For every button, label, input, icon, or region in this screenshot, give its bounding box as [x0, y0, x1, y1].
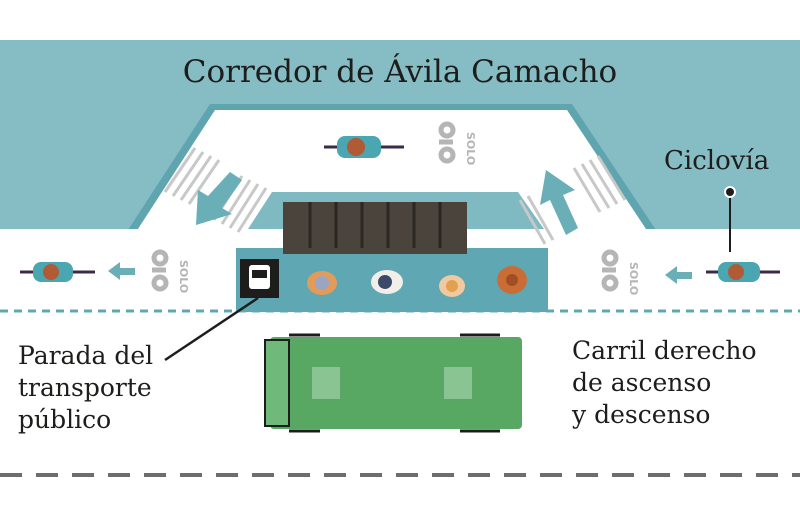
- solo-text: SOLO: [177, 260, 190, 293]
- bench: [283, 202, 467, 254]
- bus-stop-pointer: [164, 296, 259, 362]
- bench-slats: [308, 202, 442, 254]
- bus-stop-label: Parada del transporte público: [18, 340, 153, 436]
- arrow-up-right-icon: [540, 170, 578, 235]
- bus-glyph-window: [252, 270, 267, 278]
- cyclist-icon: [20, 262, 95, 282]
- crosswalk-right: [518, 155, 627, 245]
- solo-text: SOLO: [464, 132, 477, 165]
- bike-lane-label: Ciclovía: [664, 146, 770, 176]
- right-lane-label: Carril derecho de ascenso y descenso: [572, 335, 757, 431]
- right-lane-label-line: Carril derecho: [572, 336, 757, 365]
- right-lane-label-line: de ascenso: [572, 368, 712, 397]
- arrow-left-icon: [665, 266, 692, 284]
- bus-stop-label-line: transporte: [18, 373, 152, 402]
- bus-stop-label-line: Parada del: [18, 341, 154, 370]
- cyclist-icon: [324, 136, 404, 158]
- bus-stop-label-line: público: [18, 405, 112, 434]
- cyclist-icon: [706, 262, 780, 282]
- solo-text: SOLO: [627, 262, 640, 295]
- crosswalk-left: [163, 147, 268, 233]
- bus-icon: [264, 333, 522, 433]
- bike-solo-marking: [601, 249, 619, 292]
- right-lane-label-line: y descenso: [572, 400, 711, 429]
- pointer-dot: [724, 186, 736, 198]
- page-title: Corredor de Ávila Camacho: [182, 54, 618, 90]
- bike-solo-marking: [151, 249, 169, 292]
- bench-lower: [283, 248, 467, 254]
- pedestrians: [307, 266, 527, 297]
- arrow-down-left-icon: [196, 172, 242, 225]
- bike-solo-marking: [438, 121, 456, 164]
- arrow-left-icon: [108, 262, 135, 280]
